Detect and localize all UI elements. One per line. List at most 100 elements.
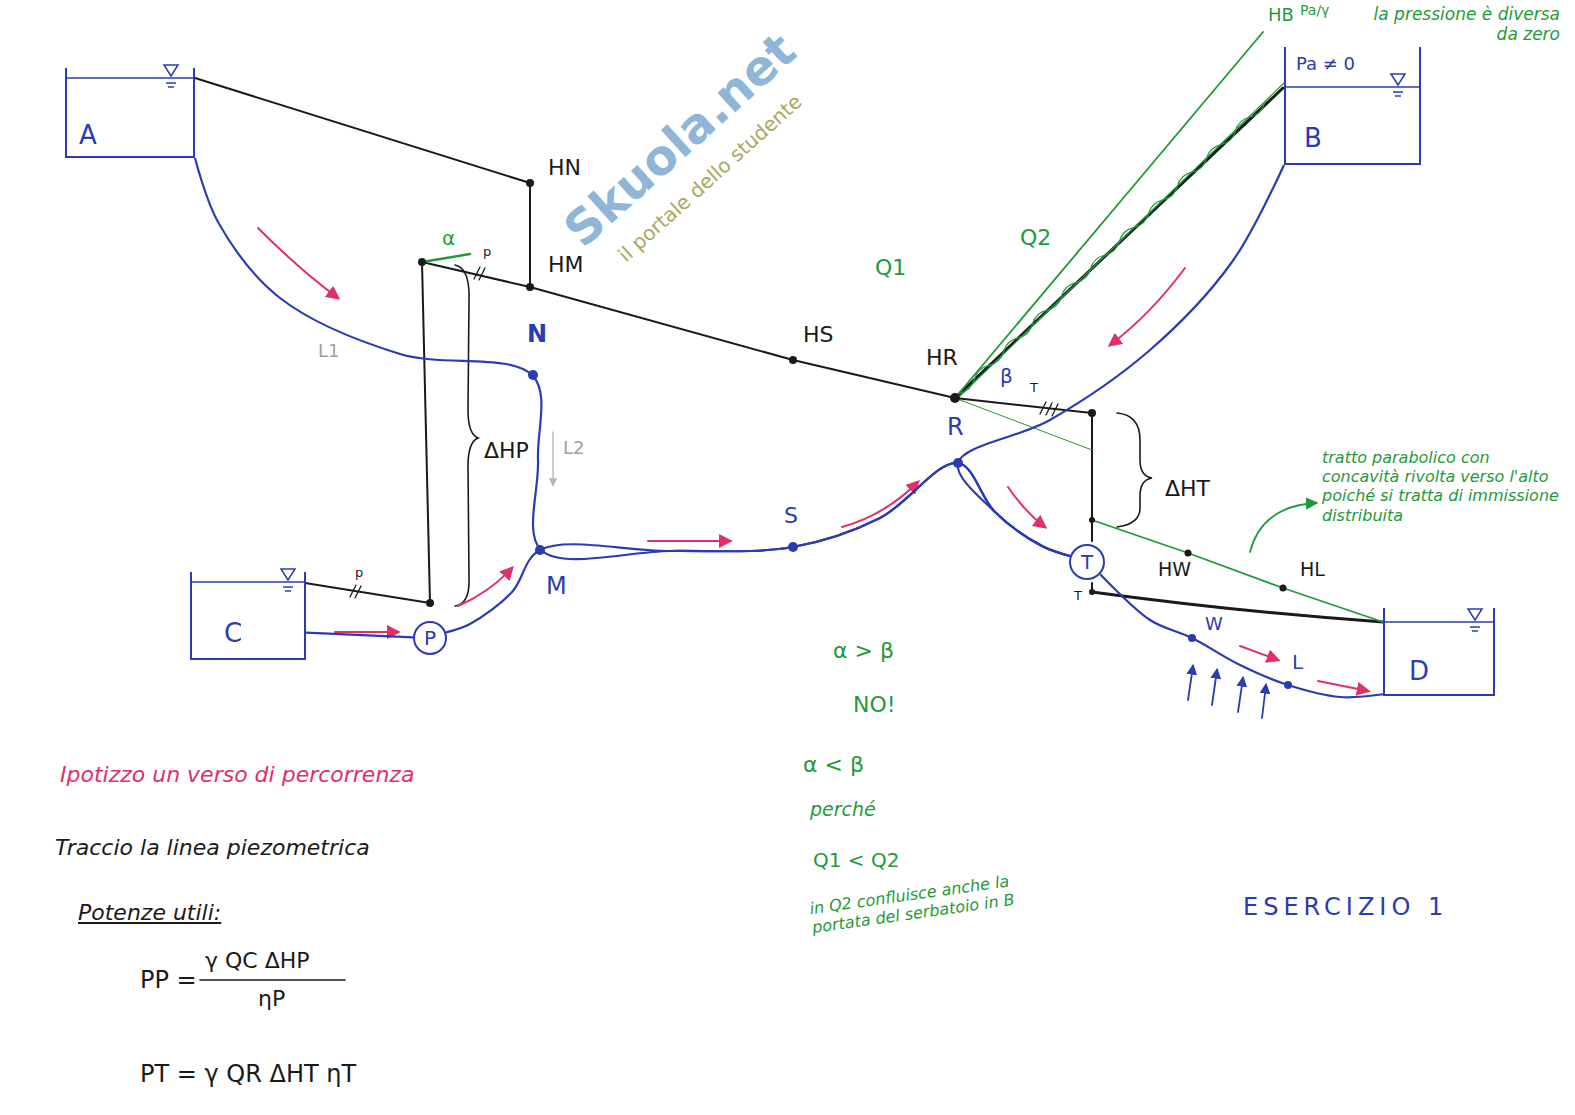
- flow-arrow: [552, 432, 553, 485]
- water-level: [191, 581, 305, 583]
- tank-wall: [1285, 47, 1420, 164]
- water-level: [66, 77, 194, 79]
- note: α > β: [833, 638, 894, 664]
- level-symbol: [166, 83, 176, 87]
- level-symbol: [1391, 74, 1405, 85]
- formula: PT = γ QR ΔHT ηT: [140, 1060, 356, 1089]
- level-symbol: [1468, 609, 1482, 620]
- flow-arrow: [1318, 681, 1368, 691]
- pump: P: [413, 621, 447, 655]
- green-head-line: [955, 398, 1092, 450]
- machine-circle: [1070, 545, 1104, 579]
- point-label: W: [1205, 613, 1223, 635]
- head-dot: [526, 179, 534, 187]
- head-dot: [1089, 517, 1095, 523]
- level-symbol: [281, 569, 295, 580]
- piezometric-line: [195, 78, 530, 183]
- pipe: [306, 633, 413, 638]
- head-label: HB: [1268, 4, 1294, 26]
- head-dot: [418, 258, 426, 266]
- note: la pressione è diversa da zero: [1360, 4, 1560, 45]
- fraction-bar: [200, 979, 345, 981]
- note: Ipotizzo un verso di percorrenza: [60, 762, 414, 788]
- reservoir: D: [1383, 608, 1495, 696]
- flow-label: Q2: [1020, 225, 1051, 251]
- head-label: HM: [548, 252, 584, 278]
- reservoir: A: [65, 68, 195, 158]
- head-label: HN: [548, 155, 581, 181]
- reservoir: Pa ≠ 0 B: [1284, 47, 1421, 165]
- node-text: P: [424, 626, 436, 650]
- flow-label: Q1: [875, 255, 906, 281]
- water-level: [1384, 621, 1494, 623]
- pipe: [958, 165, 1284, 556]
- pressure-term: Pa/γ: [1300, 2, 1329, 19]
- title: ESERCIZIO 1: [1243, 893, 1448, 922]
- head-dot: [1089, 589, 1095, 595]
- hatch-mark: [474, 267, 485, 280]
- piezometric-line: [955, 88, 1283, 398]
- tank-wall: [191, 572, 305, 659]
- head-label: HS: [803, 322, 834, 348]
- inflow-arrow: [1188, 666, 1193, 700]
- node-text: Pa ≠ 0: [1296, 53, 1355, 75]
- green-head-line: [960, 82, 1285, 396]
- head-dot: [426, 599, 434, 607]
- head-label: HL: [1300, 558, 1325, 581]
- head-dot: [526, 283, 534, 291]
- slope-mark: T: [1074, 588, 1082, 604]
- green-head-line: [955, 32, 1263, 398]
- piezometric-line: [529, 183, 531, 287]
- head-difference: ΔHP: [484, 438, 529, 464]
- inflow-arrow: [1212, 670, 1217, 705]
- level-symbol: [283, 587, 293, 591]
- head-label: HW: [1158, 558, 1191, 581]
- reservoir-outline: [190, 572, 306, 660]
- point-label: L: [1292, 650, 1303, 674]
- inflow-arrow: [1262, 685, 1266, 718]
- piezometric-line: [305, 583, 430, 603]
- piezometric-line: [530, 287, 955, 398]
- point-label: R: [947, 413, 964, 442]
- flow-arrow: [842, 482, 918, 527]
- slope-mark: p: [355, 565, 363, 581]
- node-text: A: [79, 120, 97, 151]
- head-difference: ΔHT: [1165, 476, 1210, 502]
- water-level: [1285, 86, 1420, 88]
- reservoir: C: [190, 572, 306, 660]
- tank-wall: [1384, 608, 1494, 695]
- head-dot: [950, 393, 960, 403]
- head-dot: [1088, 409, 1096, 417]
- flow-arrow: [648, 540, 730, 542]
- flow-arrow: [335, 631, 398, 633]
- pipe-length: L2: [563, 437, 584, 459]
- piezometric-line: [422, 262, 530, 287]
- section-heading: Potenze utili:: [78, 900, 221, 926]
- wavy-line: [960, 103, 1265, 393]
- tank-wall: [66, 68, 194, 157]
- node-text: C: [224, 618, 242, 649]
- note: Traccio la linea piezometrica: [55, 835, 370, 861]
- node-text: D: [1409, 656, 1429, 687]
- level-symbol: [1470, 627, 1480, 631]
- turbine: T: [1069, 544, 1105, 580]
- brace: [1117, 413, 1152, 527]
- note: tratto parabolico con concavità rivolta …: [1322, 448, 1562, 525]
- flow-arrow: [1110, 268, 1185, 345]
- point-label: M: [546, 572, 567, 601]
- pump-head-line: [422, 262, 430, 603]
- head-dot: [789, 356, 797, 364]
- formula: PP =: [140, 966, 197, 995]
- level-symbol: [1393, 92, 1403, 96]
- brace: [455, 265, 478, 606]
- flow-arrow: [1008, 487, 1045, 527]
- pipe: [1100, 574, 1383, 697]
- note: NO!: [853, 692, 896, 718]
- hatch-mark: [350, 585, 361, 598]
- hatch-mark: [1040, 402, 1058, 416]
- slope-mark: p: [483, 244, 491, 260]
- node-text: B: [1304, 123, 1322, 154]
